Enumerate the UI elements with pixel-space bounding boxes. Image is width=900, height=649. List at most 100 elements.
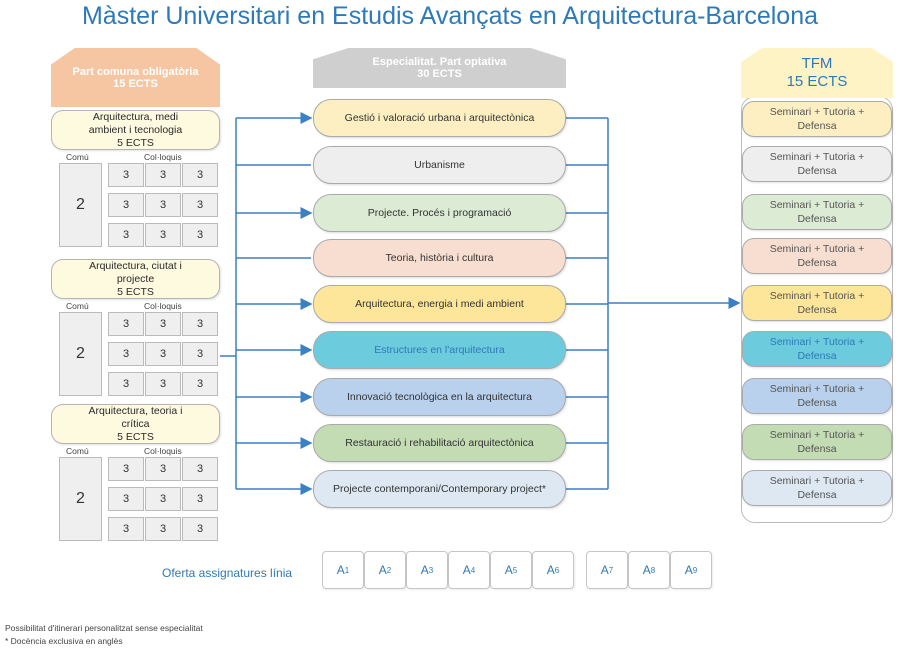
colloquis-cell: 3 bbox=[108, 457, 144, 481]
colloquis-cell: 3 bbox=[182, 223, 218, 247]
tfm-item-line: Defensa bbox=[797, 443, 837, 455]
tfm-item[interactable]: Seminari + Tutoria + Defensa bbox=[742, 470, 892, 506]
module-name-line: crítica bbox=[121, 417, 150, 430]
tfm-header-ects: 15 ECTS bbox=[786, 73, 848, 90]
specialty-header-title: Especialitat. Part optativa bbox=[372, 56, 507, 68]
tfm-item-line: Seminari + Tutoria + bbox=[769, 475, 865, 487]
tfm-header: TFM 15 ECTS bbox=[741, 48, 893, 98]
tfm-item[interactable]: Seminari + Tutoria +Defensa bbox=[742, 146, 892, 182]
tfm-item[interactable]: Seminari + Tutoria +Defensa bbox=[742, 238, 892, 274]
tfm-item[interactable]: Seminari + Tutoria +Defensa bbox=[742, 101, 892, 137]
comu-label: Comú bbox=[66, 446, 89, 456]
course-number: 6 bbox=[554, 565, 560, 575]
specialty-item[interactable]: Innovació tecnològica en la arquitectura bbox=[313, 378, 566, 416]
colloquis-cell: 3 bbox=[145, 193, 181, 217]
course-number: 7 bbox=[608, 565, 614, 575]
common-header-ects: 15 ECTS bbox=[113, 77, 158, 90]
course-letter: A bbox=[462, 563, 471, 577]
common-part-header: Part comuna obligatòria 15 ECTS bbox=[51, 48, 220, 107]
tfm-item[interactable]: Seminari + Tutoria + Defensa bbox=[742, 285, 892, 321]
specialty-item[interactable]: Urbanisme bbox=[313, 146, 566, 184]
specialty-header: Especialitat. Part optativa 30 ECTS bbox=[313, 48, 566, 88]
course-letter: A bbox=[420, 563, 429, 577]
specialty-item[interactable]: Gestió i valoració urbana i arquitectòni… bbox=[313, 99, 566, 137]
course-number: 5 bbox=[512, 565, 518, 575]
module-name-line: Arquitectura, ciutat i bbox=[89, 259, 182, 272]
comu-label: Comú bbox=[66, 152, 89, 162]
colloquis-cell: 3 bbox=[108, 312, 144, 336]
tfm-item[interactable]: Seminari + Tutoria + Defensa bbox=[742, 424, 892, 460]
course-number: 1 bbox=[344, 565, 350, 575]
colloquis-cell: 3 bbox=[145, 457, 181, 481]
tfm-item-line: Defensa bbox=[797, 213, 837, 225]
colloquis-cell: 3 bbox=[108, 517, 144, 541]
tfm-item-line: Defensa bbox=[797, 257, 837, 269]
colloquis-cell: 3 bbox=[182, 163, 218, 187]
course-letter: A bbox=[684, 563, 693, 577]
course-letter: A bbox=[642, 563, 651, 577]
colloquis-cell: 3 bbox=[145, 372, 181, 396]
tfm-item-line: Seminari + Tutoria + bbox=[769, 336, 865, 348]
colloquis-cell: 3 bbox=[182, 457, 218, 481]
course-number: 2 bbox=[386, 565, 392, 575]
colloquis-cell: 3 bbox=[108, 342, 144, 366]
tfm-item-line: Defensa bbox=[797, 120, 837, 132]
course-letter: A bbox=[336, 563, 345, 577]
specialty-item[interactable]: Arquitectura, energia i medi ambient bbox=[313, 285, 566, 323]
tfm-item-line: Defensa bbox=[797, 489, 837, 501]
course-number: 8 bbox=[650, 565, 656, 575]
course-letter: A bbox=[546, 563, 555, 577]
specialty-item[interactable]: Projecte contemporani/Contemporary proje… bbox=[313, 470, 566, 508]
tfm-header-title: TFM bbox=[801, 55, 833, 72]
footnote-english: * Docència exclusiva en anglès bbox=[5, 636, 123, 646]
colloquis-cell: 3 bbox=[145, 312, 181, 336]
colloquis-cell: 3 bbox=[145, 517, 181, 541]
comu-label: Comú bbox=[66, 301, 89, 311]
specialty-item[interactable]: Restauració i rehabilitació arquitectòni… bbox=[313, 424, 566, 462]
tfm-item[interactable]: Seminari + Tutoria + Defensa bbox=[742, 194, 892, 230]
specialty-item[interactable]: Estructures en l'arquitectura bbox=[313, 331, 566, 369]
tfm-item[interactable]: Seminari + Tutoria +Defensa bbox=[742, 378, 892, 414]
module-name-line: ambient i tecnologia bbox=[88, 123, 183, 136]
specialty-item[interactable]: Teoria, història i cultura bbox=[313, 239, 566, 277]
specialty-item[interactable]: Projecte. Procés i programació bbox=[313, 194, 566, 232]
offer-label: Oferta assignatures línia bbox=[162, 566, 293, 580]
colloquis-label: Col·loquis bbox=[144, 446, 182, 456]
tfm-item-line: Defensa bbox=[797, 304, 837, 316]
colloquis-cell: 3 bbox=[145, 342, 181, 366]
colloquis-cell: 3 bbox=[108, 372, 144, 396]
module-name-line: Arquitectura, medi bbox=[92, 110, 179, 123]
course-number: 4 bbox=[470, 565, 476, 575]
colloquis-cell: 3 bbox=[145, 163, 181, 187]
comu-hours: 2 bbox=[59, 163, 102, 247]
module-name-line: projecte bbox=[116, 272, 155, 285]
colloquis-cell: 3 bbox=[182, 517, 218, 541]
tfm-item-line: Defensa bbox=[797, 350, 837, 362]
course-number: 9 bbox=[692, 565, 698, 575]
tfm-item-line: Seminari + Tutoria + bbox=[769, 199, 865, 211]
tfm-item-line: Seminari + Tutoria + bbox=[769, 429, 865, 441]
page-title: Màster Universitari en Estudis Avançats … bbox=[81, 2, 818, 30]
common-header-title: Part comuna obligatòria bbox=[72, 65, 199, 78]
tfm-item-line: Seminari + Tutoria + bbox=[769, 290, 865, 302]
module-ects: 5 ECTS bbox=[117, 136, 154, 149]
colloquis-cell: 3 bbox=[108, 193, 144, 217]
tfm-item-line: Defensa bbox=[797, 397, 837, 409]
comu-hours: 2 bbox=[59, 457, 102, 541]
colloquis-cell: 3 bbox=[182, 193, 218, 217]
tfm-item[interactable]: Seminari + Tutoria + Defensa bbox=[742, 331, 892, 367]
course-number: 3 bbox=[428, 565, 434, 575]
